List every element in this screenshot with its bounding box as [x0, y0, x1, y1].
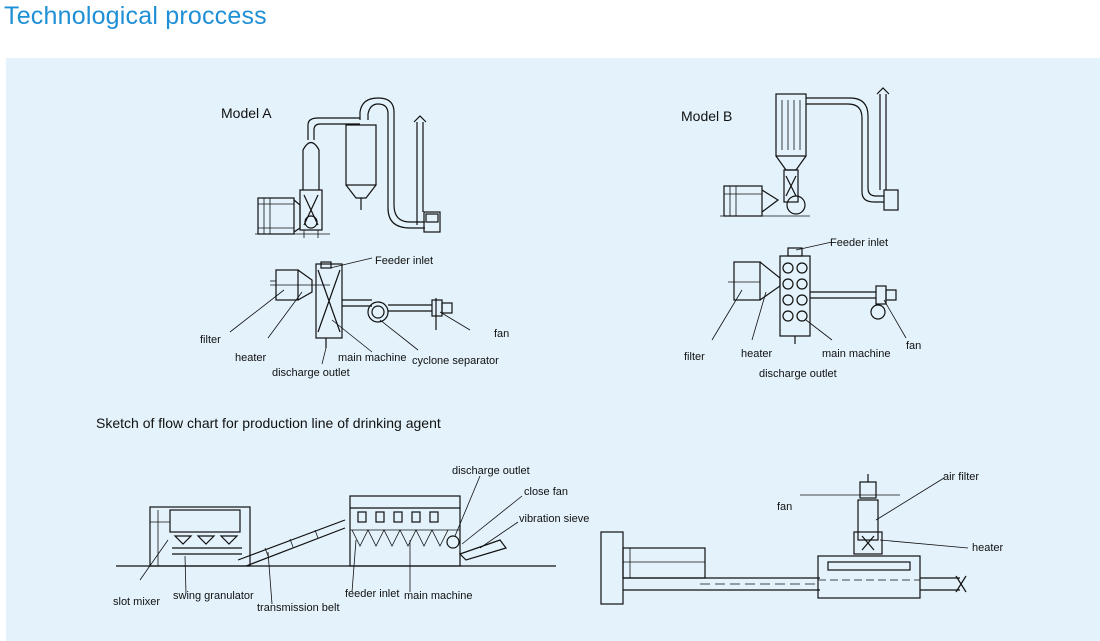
- flow-main-machine-label: main machine: [404, 590, 472, 602]
- model-b-discharge-outlet-label: discharge outlet: [759, 368, 837, 380]
- model-b-filter-label: filter: [684, 351, 705, 363]
- flow-discharge-outlet-label: discharge outlet: [452, 465, 530, 477]
- model-b-title: Model B: [681, 108, 732, 124]
- model-a-heater-label: heater: [235, 352, 267, 364]
- diagram-panel: [6, 58, 1100, 641]
- flow-swing-granulator-label: swing granulator: [173, 590, 254, 602]
- flow-feeder-inlet-label: feeder inlet: [345, 588, 399, 600]
- model-a-fan-label: fan: [494, 328, 509, 340]
- model-a-feeder-inlet-label: Feeder inlet: [375, 255, 433, 267]
- model-a-title: Model A: [221, 105, 272, 121]
- model-b-main-machine-label: main machine: [822, 348, 890, 360]
- flow-chart-group: Sketch of flow chart for production line…: [96, 415, 589, 614]
- model-a-elevation: [255, 97, 441, 238]
- plan-fan-label: fan: [777, 501, 792, 513]
- model-b-heater-label: heater: [741, 348, 773, 360]
- flow-close-fan-label: close fan: [524, 486, 568, 498]
- flow-slot-mixer-label: slot mixer: [113, 596, 160, 608]
- plan-view-group: air filter fan heater: [600, 471, 1004, 605]
- flow-transmission-belt-label: transmission belt: [257, 602, 340, 614]
- model-b-elevation: [720, 87, 899, 217]
- model-a-cyclone-separator-label: cyclone separator: [412, 355, 499, 367]
- model-b-plan: [711, 241, 907, 344]
- model-a-filter-label: filter: [200, 334, 221, 346]
- plan-heater-label: heater: [972, 542, 1004, 554]
- flow-chart-title: Sketch of flow chart for production line…: [96, 415, 441, 431]
- page-title: Technological proccess: [4, 2, 267, 30]
- model-b-fan-label: fan: [906, 340, 921, 352]
- model-b-feeder-inlet-label: Feeder inlet: [830, 237, 888, 249]
- plan-air-filter-label: air filter: [943, 471, 979, 483]
- model-a-main-machine-label: main machine: [338, 352, 406, 364]
- model-a-group: Model A: [200, 97, 509, 379]
- model-b-group: Model B: [681, 87, 921, 380]
- model-a-plan: [229, 257, 471, 365]
- flow-vibration-sieve-label: vibration sieve: [519, 513, 589, 525]
- flow-chart-drawing: [116, 475, 556, 605]
- plan-view-drawing: [600, 474, 969, 605]
- model-a-discharge-outlet-label: discharge outlet: [272, 367, 350, 379]
